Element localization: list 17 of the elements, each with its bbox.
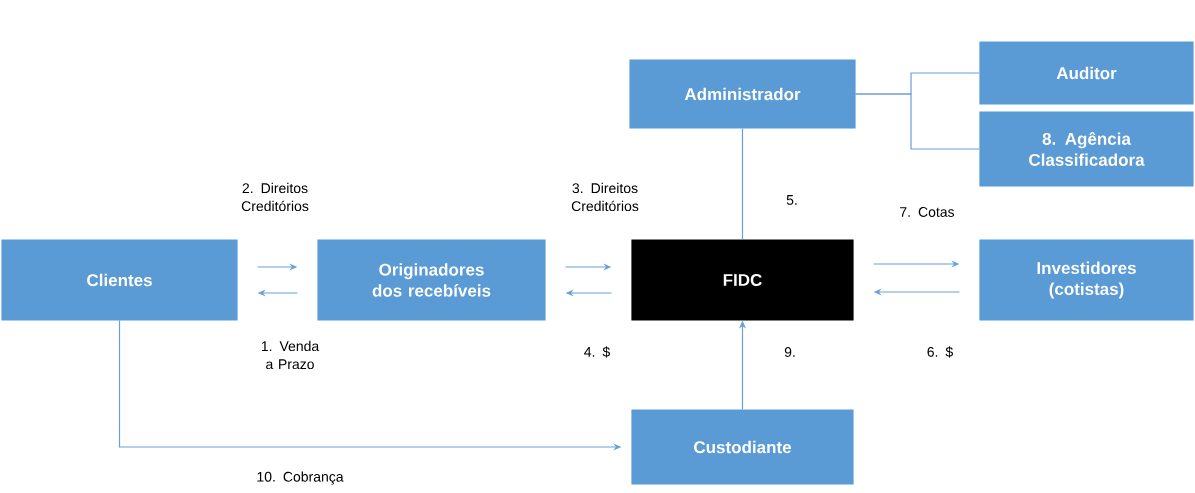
process-box: Administrador (629, 59, 856, 129)
edge-label: 1. Venda a Prazo (261, 340, 320, 370)
process-box: Auditor (979, 41, 1194, 105)
edge-label: 5. (786, 195, 797, 205)
edge-label: 2. Direitos Creditórios (241, 182, 309, 212)
process-box: 8. Agência Classificadora (979, 111, 1194, 187)
process-box: Custodiante (631, 409, 854, 485)
process-box: Clientes (1, 239, 238, 321)
edge-label: 4. $ (584, 346, 610, 358)
process-box: FIDC (631, 239, 854, 321)
edge-label: 10. Cobrança (257, 471, 344, 485)
edge-label: 9. (784, 347, 795, 357)
edge-label: 7. Cotas (900, 207, 955, 217)
edge-label: 6. $ (927, 346, 953, 358)
process-box: Investidores (cotistas) (979, 239, 1194, 321)
process-box: Originadores dos recebíveis (317, 239, 546, 321)
edge-label: 3. Direitos Creditórios (571, 182, 639, 212)
